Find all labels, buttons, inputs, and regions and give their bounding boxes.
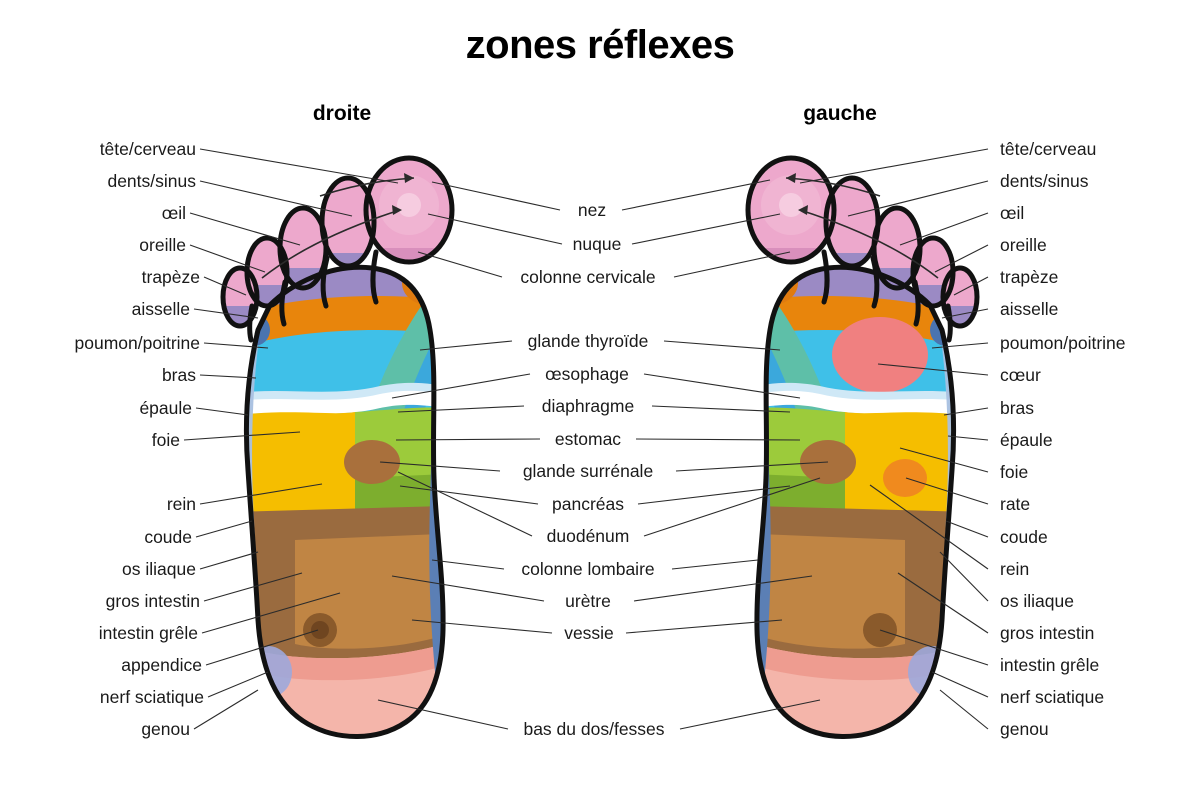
label-right-3: oreille bbox=[1000, 235, 1047, 255]
label-right-6: poumon/poitrine bbox=[1000, 333, 1126, 353]
label-right-7: cœur bbox=[1000, 365, 1041, 385]
label-left-14: intestin grêle bbox=[99, 623, 198, 643]
label-right-5: aisselle bbox=[1000, 299, 1058, 319]
label-left-0: tête/cerveau bbox=[100, 139, 196, 159]
foot-diagram-droite bbox=[220, 155, 455, 739]
label-right-9: épaule bbox=[1000, 430, 1053, 450]
label-right-16: intestin grêle bbox=[1000, 655, 1099, 675]
label-left-10: rein bbox=[167, 494, 196, 514]
label-right-13: rein bbox=[1000, 559, 1029, 579]
label-right-0: tête/cerveau bbox=[1000, 139, 1096, 159]
label-center-8: pancréas bbox=[552, 494, 624, 514]
label-center-6: estomac bbox=[555, 429, 621, 449]
foot-outline-gauche bbox=[754, 264, 957, 739]
label-left-9: foie bbox=[152, 430, 180, 450]
label-center-10: colonne lombaire bbox=[521, 559, 654, 579]
label-left-15: appendice bbox=[121, 655, 202, 675]
label-right-14: os iliaque bbox=[1000, 591, 1074, 611]
leader-lines-center bbox=[377, 179, 829, 730]
label-left-6: poumon/poitrine bbox=[75, 333, 201, 353]
label-left-5: aisselle bbox=[132, 299, 190, 319]
foot-label-droite: droite bbox=[313, 102, 371, 125]
arrow-dents-sinus-droite bbox=[261, 209, 401, 279]
label-center-13: bas du dos/fesses bbox=[523, 719, 664, 739]
leader-lines-right bbox=[799, 148, 989, 730]
foot-outline-droite bbox=[243, 264, 446, 739]
label-left-12: os iliaque bbox=[122, 559, 196, 579]
label-right-11: rate bbox=[1000, 494, 1030, 514]
label-right-2: œil bbox=[1000, 203, 1024, 223]
label-right-17: nerf sciatique bbox=[1000, 687, 1104, 707]
label-center-2: colonne cervicale bbox=[520, 267, 655, 287]
foot-diagram-gauche bbox=[745, 155, 980, 739]
label-right-10: foie bbox=[1000, 462, 1028, 482]
label-right-8: bras bbox=[1000, 398, 1034, 418]
label-center-11: urètre bbox=[565, 591, 611, 611]
label-right-1: dents/sinus bbox=[1000, 171, 1089, 191]
label-left-7: bras bbox=[162, 365, 196, 385]
label-left-13: gros intestin bbox=[106, 591, 200, 611]
label-left-16: nerf sciatique bbox=[100, 687, 204, 707]
label-left-4: trapèze bbox=[142, 267, 200, 287]
label-right-4: trapèze bbox=[1000, 267, 1058, 287]
label-left-8: épaule bbox=[139, 398, 192, 418]
label-center-9: duodénum bbox=[547, 526, 630, 546]
page-title: zones réflexes bbox=[466, 23, 735, 67]
label-center-4: œsophage bbox=[545, 364, 629, 384]
label-center-5: diaphragme bbox=[542, 396, 634, 416]
label-left-3: oreille bbox=[139, 235, 186, 255]
label-right-18: genou bbox=[1000, 719, 1049, 739]
label-left-17: genou bbox=[141, 719, 190, 739]
leader-lines-left bbox=[183, 148, 399, 730]
label-right-15: gros intestin bbox=[1000, 623, 1094, 643]
label-center-12: vessie bbox=[564, 623, 614, 643]
foot-label-gauche: gauche bbox=[803, 102, 877, 125]
arrow-tete-cerveau-droite bbox=[319, 177, 415, 197]
label-left-11: coude bbox=[144, 527, 192, 547]
label-center-7: glande surrénale bbox=[523, 461, 653, 481]
label-center-3: glande thyroïde bbox=[528, 331, 649, 351]
label-right-12: coude bbox=[1000, 527, 1048, 547]
label-center-1: nuque bbox=[573, 234, 622, 254]
label-left-2: œil bbox=[162, 203, 186, 223]
label-left-1: dents/sinus bbox=[107, 171, 196, 191]
label-center-0: nez bbox=[578, 200, 606, 220]
